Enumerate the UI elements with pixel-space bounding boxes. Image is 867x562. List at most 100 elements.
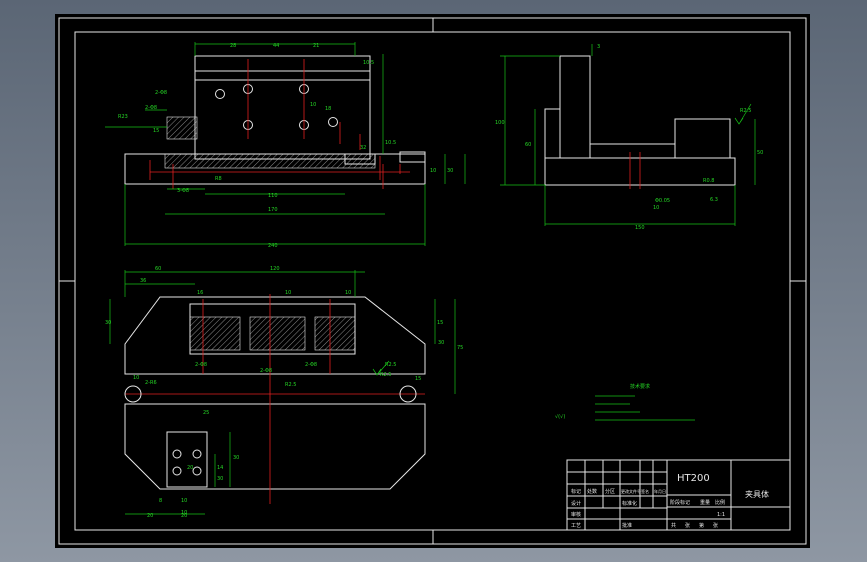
tb-col-date: 年月日 <box>654 488 666 494</box>
top-dim-30-d: 30 <box>217 476 223 482</box>
cad-drawing-canvas[interactable]: 28 44 21 10.5 2-Φ8 R23 15 10 2-Φ8 18 32 … <box>55 14 810 548</box>
top-dim-30-c: 30 <box>233 455 239 461</box>
top-dim-120-text: 120 <box>270 266 280 272</box>
top-dim-8: 8 <box>159 498 162 504</box>
front-dim-21: 21 <box>313 43 319 49</box>
front-dim-10-5: 10.5 <box>363 60 374 66</box>
top-hole <box>192 466 202 476</box>
side-dim-150-text: 150 <box>635 225 645 231</box>
top-dim-30: 30 <box>105 320 111 326</box>
top-roughness-symbol <box>372 360 390 376</box>
front-dim-44: 44 <box>273 43 279 49</box>
top-dim-10: 10 <box>285 290 291 296</box>
top-dim-2-phi8-a: 2-Φ8 <box>195 362 207 368</box>
top-dim-30-b: 30 <box>438 340 444 346</box>
right-slot <box>399 385 417 403</box>
tb-approve: 批准 <box>622 522 632 529</box>
front-dim-15: 15 <box>153 128 159 134</box>
front-dim-32: 32 <box>360 145 366 151</box>
side-dim-10: 10 <box>653 205 659 211</box>
front-section-hatch <box>164 153 376 169</box>
notes-title: 技术要求 <box>630 383 650 390</box>
top-dim-2-phi8-c: 2-Φ8 <box>305 362 317 368</box>
front-dim-2-phi8-b: 2-Φ8 <box>145 105 157 111</box>
front-dim-r23: R23 <box>118 114 128 120</box>
front-dim-110: 110 <box>268 193 278 199</box>
front-dim-10-c: 10 <box>430 168 436 174</box>
tb-row-mark: 标记 <box>571 488 581 495</box>
tb-stage-mark: 阶段标记 <box>670 499 690 506</box>
side-dim-r0-8: R0.8 <box>703 178 714 184</box>
tb-row-process: 工艺 <box>571 523 581 529</box>
front-hole <box>215 89 225 99</box>
top-dim-60: 60 <box>155 266 161 272</box>
top-hole <box>192 449 202 459</box>
front-dim-3-phi8: 3-Φ8 <box>177 188 189 194</box>
tb-scale-value: 1:1 <box>717 512 725 518</box>
tb-sheets-b: 张 <box>713 522 718 529</box>
top-dim-20-c: 20 <box>181 513 187 519</box>
top-view: 60 120 36 16 10 10 30 2-Φ8 R2.5 2-Φ8 2-Φ… <box>105 266 463 519</box>
top-dim-r2-5-c: R2.5 <box>380 372 391 378</box>
left-slot <box>124 385 142 403</box>
side-dim-100-text: 100 <box>495 120 505 126</box>
top-hole <box>172 449 182 459</box>
top-dim-10-d: 10 <box>181 498 187 504</box>
tb-col-sign: 签名 <box>641 488 649 494</box>
top-dim-10-c: 10 <box>133 375 139 381</box>
side-view: 3 100 60 R2.5 50 6.3 10 150 R0.8 Φ0.05 <box>495 44 763 231</box>
top-dim-10-e: 10 <box>181 510 187 516</box>
top-dim-15: 15 <box>437 320 443 326</box>
tb-standardization: 标准化 <box>622 500 637 507</box>
material-label: HT200 <box>677 473 710 484</box>
tb-total: 共 <box>671 522 676 529</box>
top-view-lower-body <box>124 403 426 490</box>
front-hole <box>328 117 338 127</box>
side-roughness-symbol <box>734 103 752 125</box>
top-dim-r2-5-b: R2.5 <box>385 362 396 368</box>
front-dim-170: 170 <box>268 207 278 213</box>
tb-row-design: 设计 <box>571 500 581 507</box>
front-dim-240: 240 <box>268 243 278 249</box>
tb-col-zone: 分区 <box>605 488 615 495</box>
front-dim-r8: R8 <box>215 176 222 182</box>
side-upright <box>559 55 591 159</box>
top-dim-10-b: 10 <box>345 290 351 296</box>
part-name: 夹具体 <box>745 489 769 499</box>
top-view-upper-body <box>124 296 426 375</box>
side-dim-60: 60 <box>525 142 531 148</box>
drawing-sheet: 28 44 21 10.5 2-Φ8 R23 15 10 2-Φ8 18 32 … <box>58 17 807 545</box>
front-dim-28: 28 <box>230 43 236 49</box>
side-dim-3: 3 <box>597 44 600 50</box>
side-dim-r2-5: R2.5 <box>740 108 751 114</box>
tb-weight: 重量 <box>700 499 710 506</box>
front-dim-10-5-b: 10.5 <box>385 140 396 146</box>
side-dim-phi0-05: Φ0.05 <box>655 198 670 204</box>
side-dim-50: 50 <box>757 150 763 156</box>
front-dim-2-phi8-a: 2-Φ8 <box>155 90 167 96</box>
tb-row-review: 审核 <box>571 511 581 518</box>
top-dim-36: 36 <box>140 278 146 284</box>
top-dim-14: 14 <box>217 465 223 471</box>
top-dim-16: 16 <box>197 290 203 296</box>
top-dim-25: 25 <box>203 410 209 416</box>
title-block: HT200 夹具体 标记 设计 审核 工艺 处数 分区 更改文件号 签名 年月日… <box>566 459 791 531</box>
top-dim-2-phi8-b: 2-Φ8 <box>260 368 272 374</box>
tb-col-doc: 更改文件号 <box>621 488 641 494</box>
inner-drawing-frame <box>74 31 791 531</box>
front-dim-10: 10 <box>310 102 316 108</box>
top-dim-15-b: 15 <box>415 376 421 382</box>
tb-col-count: 处数 <box>587 488 597 495</box>
outer-sheet-border <box>58 17 807 545</box>
side-rib <box>544 108 560 158</box>
front-clamp-section <box>166 116 198 140</box>
tb-sheets-a: 张 <box>685 522 690 529</box>
top-dim-r2-5: R2.5 <box>285 382 296 388</box>
front-dim-18: 18 <box>325 106 331 112</box>
front-view: 28 44 21 10.5 2-Φ8 R23 15 10 2-Φ8 18 32 … <box>105 42 466 249</box>
side-dim-6-3: 6.3 <box>710 197 718 203</box>
top-dim-75: 75 <box>457 345 463 351</box>
technical-notes: 技术要求 √(√) <box>555 383 695 421</box>
tb-scale-label: 比例 <box>715 499 725 506</box>
top-dim-20: 20 <box>147 513 153 519</box>
